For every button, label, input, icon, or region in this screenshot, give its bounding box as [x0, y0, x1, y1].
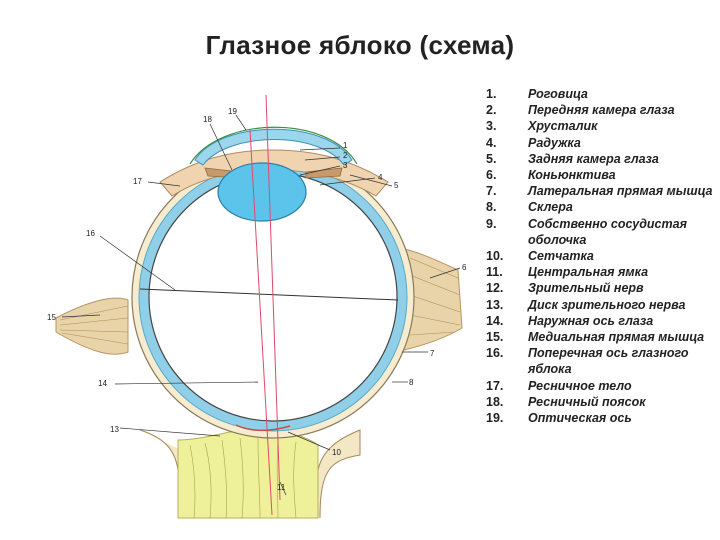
- callout-7: 6: [462, 263, 467, 272]
- legend-number: 10.: [486, 249, 504, 264]
- legend-term: Поперечная ось глазного яблока: [528, 346, 689, 377]
- legend-term: Оптическая ось: [528, 411, 632, 426]
- iris-right: [305, 167, 343, 179]
- legend-term: Диск зрительного нерва: [528, 297, 686, 312]
- legend-number: 8.: [486, 200, 497, 215]
- lateral-muscle-fibers: [409, 257, 461, 336]
- legend-item: 13. Диск зрительного нерва: [486, 297, 716, 313]
- callout-11: 10: [332, 448, 341, 457]
- legend-item: 11. Центральная ямка: [486, 264, 716, 280]
- legend-number: 14.: [486, 313, 504, 328]
- cornea: [194, 128, 353, 166]
- callout-17: 17: [133, 177, 142, 186]
- legend-item: 10. Сетчатка: [486, 248, 716, 264]
- legend-term: Коньюнктива: [528, 168, 616, 183]
- legend-term: Роговица: [528, 87, 588, 101]
- legend-number: 7.: [486, 184, 497, 199]
- legend-number: 15.: [486, 330, 504, 345]
- legend-number: 19.: [486, 411, 504, 426]
- callout-15: 15: [47, 313, 56, 322]
- legend-item: 14. Наружная ось глаза: [486, 313, 716, 329]
- callout-19: 19: [228, 107, 237, 116]
- callout-14: 14: [98, 379, 107, 388]
- legend-number: 3.: [486, 119, 497, 134]
- medial-muscle-fibers: [59, 305, 129, 345]
- structure-legend: 1. Роговица 2. Передняя камера глаза 3. Хруст…: [486, 86, 716, 426]
- callout-labels: 19 18 17 16 15 14 13 1 2 3 4 5 6 7 8 10 …: [47, 107, 467, 492]
- legend-item: 15. Медиальная прямая мышца: [486, 329, 716, 345]
- callout-3: 3: [343, 161, 348, 170]
- legend-item: 8. Склера: [486, 199, 716, 215]
- legend-term: Задняя камера глаза: [528, 151, 659, 166]
- legend-term: Медиальная прямая мышца: [528, 330, 705, 345]
- optic-nerve: [177, 431, 319, 519]
- legend-number: 4.: [486, 135, 497, 150]
- legend-number: 6.: [486, 168, 497, 183]
- legend-number: 18.: [486, 394, 504, 409]
- medial-rectus-muscle: [55, 297, 129, 355]
- callout-1: 1: [343, 141, 348, 150]
- transverse-axis: [139, 288, 399, 301]
- legend-term: Радужка: [528, 135, 581, 150]
- legend-item: 18. Ресничный поясок: [486, 394, 716, 410]
- legend-term: Ресничный поясок: [528, 394, 646, 409]
- legend-number: 9.: [486, 216, 497, 231]
- legend-number: 16.: [486, 346, 504, 361]
- legend-term: Склера: [528, 200, 573, 215]
- legend-number: 17.: [486, 378, 504, 393]
- slide-title: Глазное яблоко (схема): [205, 30, 515, 60]
- legend-number: 12.: [486, 281, 504, 296]
- legend-item: 6. Коньюнктива: [486, 167, 716, 183]
- external-axis: [249, 129, 273, 516]
- legend-item: 4. Радужка: [486, 135, 716, 151]
- legend-term: Передняя камера глаза: [528, 103, 675, 118]
- legend-item: 19. Оптическая ось: [486, 410, 716, 426]
- callout-4: 4: [378, 173, 383, 182]
- legend-term: Центральная ямка: [528, 265, 649, 280]
- callout-2: 2: [343, 151, 348, 160]
- legend-item: 16. Поперечная ось глазного яблока: [486, 345, 716, 377]
- lens: [217, 162, 307, 222]
- legend-item: 1. Роговица: [486, 86, 716, 102]
- callout-5: 5: [394, 181, 399, 190]
- legend-number: 1.: [486, 87, 497, 101]
- legend-term: Латеральная прямая мышца: [528, 184, 713, 199]
- legend-number: 5.: [486, 151, 497, 166]
- legend-term: Ресничное тело: [528, 378, 632, 393]
- legend-number: 13.: [486, 297, 504, 312]
- legend-item: 12. Зрительный нерв: [486, 280, 716, 296]
- callout-10: 8: [409, 378, 414, 387]
- legend-number: 11.: [486, 265, 503, 280]
- optic-nerve-fibers: [189, 437, 297, 519]
- legend-term: Сетчатка: [528, 249, 594, 264]
- legend-item: 3. Хрусталик: [486, 118, 716, 134]
- callout-8: 7: [430, 349, 435, 358]
- callout-lines: [61, 114, 461, 496]
- callout-13: 13: [110, 425, 119, 434]
- legend-item: 9. Собственно сосудистая оболочка: [486, 216, 716, 248]
- optical-axis: [265, 94, 281, 501]
- legend-number: 2.: [486, 103, 497, 118]
- legend-item: 17. Ресничное тело: [486, 378, 716, 394]
- legend-item: 5. Задняя камера глаза: [486, 151, 716, 167]
- legend-item: 7. Латеральная прямая мышца: [486, 183, 716, 199]
- callout-18: 18: [203, 115, 212, 124]
- legend-term: Собственно сосудистая оболочка: [528, 216, 687, 247]
- conjunctiva: [189, 126, 358, 165]
- callout-12: 11: [277, 483, 286, 492]
- legend-term: Зрительный нерв: [528, 281, 644, 296]
- callout-16: 16: [86, 229, 95, 238]
- legend-term: Хрусталик: [528, 119, 598, 134]
- legend-item: 2. Передняя камера глаза: [486, 102, 716, 118]
- legend-term: Наружная ось глаза: [528, 313, 654, 328]
- optic-disc: [235, 424, 291, 432]
